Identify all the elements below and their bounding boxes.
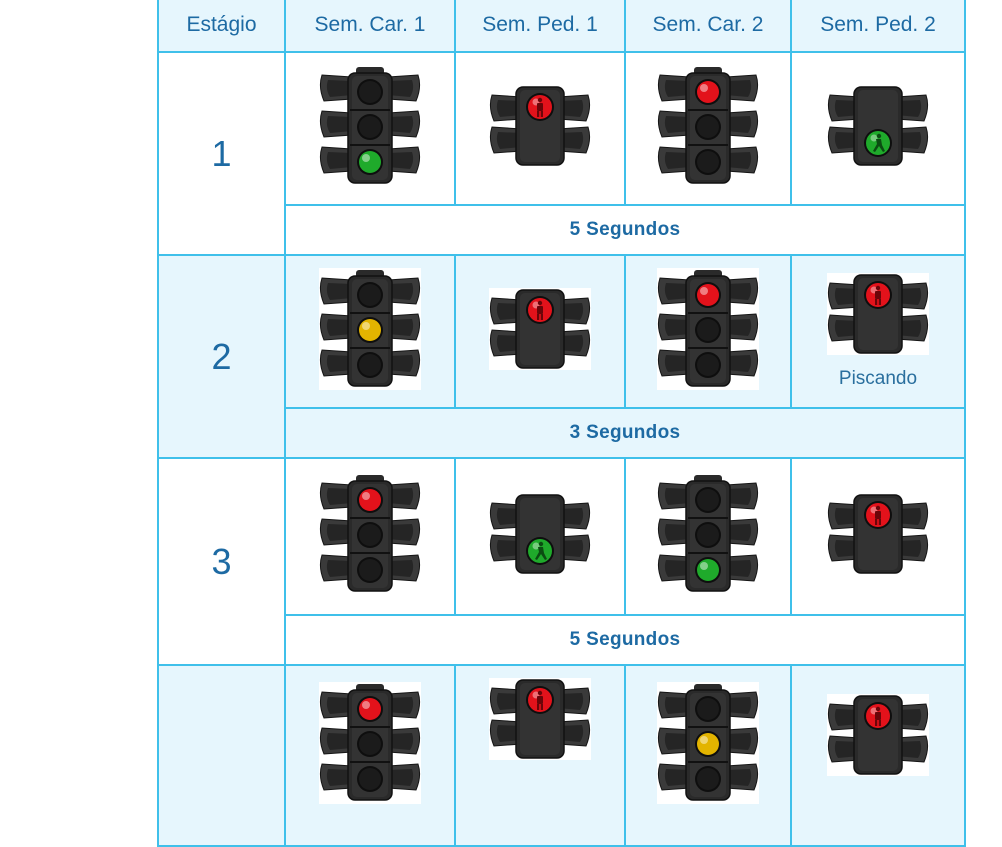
- ped-light-2-cell: [790, 664, 966, 847]
- car-traffic-light-icon: [657, 682, 759, 804]
- header-ped-light-2: Sem. Ped. 2: [790, 0, 966, 53]
- car-light-1-cell: [284, 254, 456, 409]
- stage-1-duration-row: 5 Segundos: [158, 204, 966, 256]
- blinking-note: Piscando: [838, 368, 918, 389]
- pedestrian-traffic-light-icon: [489, 288, 591, 370]
- car-traffic-light-icon: [657, 473, 759, 595]
- stage-number-cell: 1: [157, 51, 286, 256]
- car-light-2-cell: [624, 457, 792, 616]
- stage-duration: 3 Segundos: [284, 407, 966, 459]
- stage-number: 1: [211, 132, 232, 174]
- car-traffic-light-icon: [319, 268, 421, 390]
- pedestrian-traffic-light-icon: [827, 694, 929, 776]
- stage-1-lights-row: 1: [157, 51, 966, 256]
- stage-4-lights-row: [157, 664, 966, 847]
- car-light-1-cell: [284, 664, 456, 847]
- stage-number-cell: 3: [157, 457, 286, 666]
- ped-light-1-cell: [454, 254, 626, 409]
- car-light-2-cell: [624, 51, 792, 206]
- ped-light-2-cell: Piscando: [790, 254, 966, 409]
- traffic-light-stage-table: Estágio Sem. Car. 1 Sem. Ped. 1 Sem. Car…: [157, 0, 966, 847]
- stage-2-lights-row: 2: [157, 254, 966, 459]
- ped-light-1-cell: [454, 51, 626, 206]
- header-car-light-1: Sem. Car. 1: [284, 0, 456, 53]
- stage-duration: 5 Segundos: [284, 204, 966, 256]
- car-light-1-cell: [284, 51, 456, 206]
- pedestrian-traffic-light-icon: [489, 678, 591, 760]
- ped-light-2-cell: [790, 51, 966, 206]
- car-light-2-cell: [624, 254, 792, 409]
- car-traffic-light-icon: [657, 65, 759, 187]
- car-light-2-cell: [624, 664, 792, 847]
- header-stage: Estágio: [157, 0, 286, 53]
- header-ped-light-1: Sem. Ped. 1: [454, 0, 626, 53]
- stage-table-wrapper: Estágio Sem. Car. 1 Sem. Ped. 1 Sem. Car…: [157, 0, 966, 847]
- header-car-light-2: Sem. Car. 2: [624, 0, 792, 53]
- car-traffic-light-icon: [319, 65, 421, 187]
- car-traffic-light-icon: [319, 682, 421, 804]
- stage-number: 3: [211, 540, 232, 582]
- car-light-1-cell: [284, 457, 456, 616]
- header-row: Estágio Sem. Car. 1 Sem. Ped. 1 Sem. Car…: [157, 0, 966, 53]
- pedestrian-traffic-light-icon: [827, 85, 929, 167]
- pedestrian-traffic-light-icon: [489, 493, 591, 575]
- stage-number-cell: 2: [157, 254, 286, 459]
- car-traffic-light-icon: [657, 268, 759, 390]
- stage-3-lights-row: 3: [157, 457, 966, 666]
- pedestrian-traffic-light-icon: [827, 493, 929, 575]
- ped-light-1-cell: [454, 664, 626, 847]
- stage-2-duration-row: 3 Segundos: [158, 407, 966, 459]
- stage-number-cell: [157, 664, 286, 847]
- ped-light-2-cell: [790, 457, 966, 616]
- stage-duration: 5 Segundos: [284, 614, 966, 666]
- pedestrian-traffic-light-icon: [827, 273, 929, 355]
- stage-number: 2: [211, 335, 232, 377]
- stage-3-duration-row: 5 Segundos: [158, 614, 966, 666]
- car-traffic-light-icon: [319, 473, 421, 595]
- ped-light-1-cell: [454, 457, 626, 616]
- pedestrian-traffic-light-icon: [489, 85, 591, 167]
